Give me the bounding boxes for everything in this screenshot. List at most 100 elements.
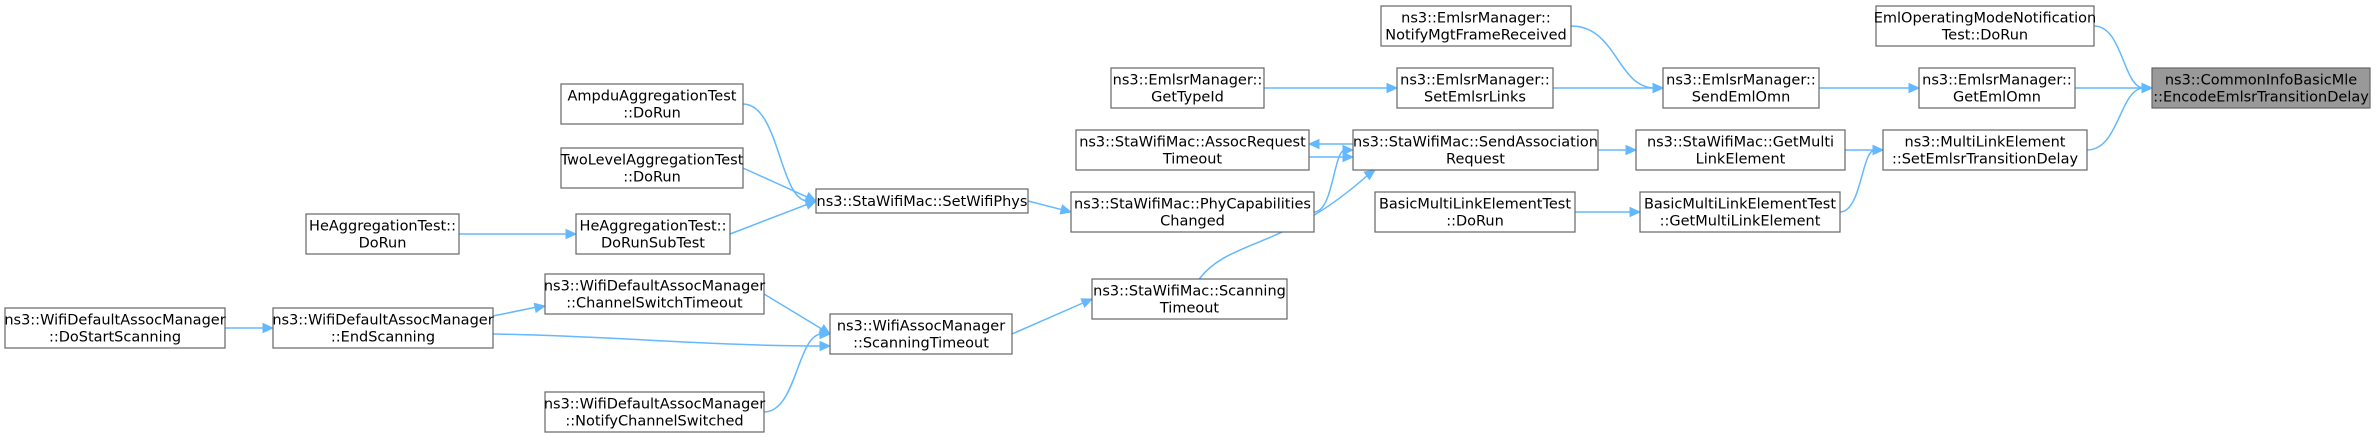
node-box [829, 313, 1013, 355]
node-label-line: ns3::WifiAssocManager [837, 319, 1005, 335]
node-label-line: ::GetMultiLinkElement [1660, 214, 1821, 230]
node-twolevel[interactable]: TwoLevelAggregationTest::DoRun [560, 147, 744, 189]
edge-emlop-to-focus [2093, 25, 2145, 89]
node-box [560, 83, 744, 125]
node-label-line: ::EncodeEmlsrTransitionDelay [2153, 90, 2369, 106]
node-box [544, 391, 765, 433]
node-box [1662, 67, 1820, 109]
node-label-line: Request [1446, 152, 1505, 168]
node-label-line: ns3::WifiDefaultAssocManager [4, 313, 225, 329]
node-box [1635, 129, 1846, 171]
node-herun[interactable]: HeAggregationTest::DoRun [305, 213, 460, 255]
node-notifych[interactable]: ns3::WifiDefaultAssocManager::NotifyChan… [544, 391, 765, 433]
node-label-line: NotifyMgtFrameReceived [1385, 28, 1566, 44]
node-label-line: Test::DoRun [1941, 28, 2028, 44]
edge-endscanning-to-assocmgr_scan-arrowhead [819, 340, 832, 352]
node-label-line: SetEmlsrLinks [1424, 90, 1526, 106]
node-label-line: AmpduAggregationTest [568, 89, 737, 105]
node-box [575, 213, 731, 255]
node-label-line: ns3::MultiLinkElement [1905, 135, 2066, 151]
node-getmultilink[interactable]: ns3::StaWifiMac::GetMultiLinkElement [1635, 129, 1846, 171]
node-label-line: ::EndScanning [331, 330, 435, 346]
node-label-line: ::DoRun [1446, 214, 1504, 230]
node-endscanning[interactable]: ns3::WifiDefaultAssocManager::EndScannin… [272, 307, 494, 349]
edge-assocmgr_scan-to-scanningtimeout_sta [1011, 301, 1085, 335]
edge-ampdu-to-setwifiphys [742, 103, 809, 202]
node-scanningtimeout_sta[interactable]: ns3::StaWifiMac::ScanningTimeout [1091, 278, 1288, 320]
edge-setdelay-to-focus-arrowhead [2141, 82, 2154, 94]
node-label-line: ns3::CommonInfoBasicMle [2165, 73, 2357, 89]
node-label-line: Timeout [1159, 301, 1220, 317]
edge-endscanning-to-chswitch [492, 306, 538, 317]
node-label-line: ns3::WifiDefaultAssocManager [544, 279, 765, 295]
edge-assoctimeout-to-sendassoc-arrowhead [1342, 151, 1355, 163]
node-box [544, 273, 765, 315]
node-label-line: ::DoStartScanning [49, 330, 181, 346]
node-setwifiphys[interactable]: ns3::StaWifiMac::SetWifiPhys [815, 188, 1029, 214]
edge-sendassoc-to-getmultilink-arrowhead [1625, 144, 1638, 156]
edge-setdelay-to-focus [2086, 87, 2145, 151]
node-box [1091, 278, 1288, 320]
node-ampdu[interactable]: AmpduAggregationTest::DoRun [560, 83, 744, 125]
edge-hesub-to-setwifiphys-arrowhead [804, 199, 818, 210]
edge-setwifiphys-to-phycap [1027, 200, 1064, 211]
node-notifymgt[interactable]: ns3::EmlsrManager::NotifyMgtFrameReceive… [1380, 5, 1572, 47]
node-label-line: SendEmlOmn [1692, 90, 1791, 106]
node-bmletest_run[interactable]: BasicMultiLinkElementTest::DoRun [1374, 191, 1576, 233]
edge-phycap-to-sendassoc [1313, 149, 1346, 213]
nodes-layer: ns3::CommonInfoBasicMle::EncodeEmlsrTran… [4, 5, 2371, 433]
node-chswitch[interactable]: ns3::WifiDefaultAssocManager::ChannelSwi… [544, 273, 765, 315]
node-hesub[interactable]: HeAggregationTest::DoRunSubTest [575, 213, 731, 255]
edge-scanningtimeout_sta-to-sendassoc-arrowhead [1363, 169, 1376, 181]
node-box [2151, 67, 2371, 109]
node-label-line: Changed [1160, 214, 1225, 230]
edge-gettypeid-to-setemlsrlinks-arrowhead [1386, 82, 1399, 94]
node-label-line: ::DoRun [623, 106, 681, 122]
node-label-line: LinkElement [1696, 152, 1786, 168]
node-label-line: DoRunSubTest [601, 236, 705, 252]
node-label-line: ::NotifyChannelSwitched [565, 414, 743, 430]
node-label-line: ::SetEmlsrTransitionDelay [1892, 152, 2079, 168]
edges-layer [225, 25, 2154, 413]
node-box [1070, 191, 1315, 233]
edge-notifych-to-assocmgr_scan [763, 333, 823, 413]
node-box [1918, 67, 2076, 109]
node-label-line: Timeout [1162, 152, 1223, 168]
node-sendemlomn[interactable]: ns3::EmlsrManager::SendEmlOmn [1662, 67, 1820, 109]
node-box [1396, 67, 1554, 109]
node-focus[interactable]: ns3::CommonInfoBasicMle::EncodeEmlsrTran… [2151, 67, 2371, 109]
node-label-line: GetEmlOmn [1953, 90, 2041, 106]
node-label-line: ns3::StaWifiMac::GetMulti [1647, 135, 1834, 151]
node-gettypeid[interactable]: ns3::EmlsrManager::GetTypeId [1110, 67, 1265, 109]
edge-setemlsrlinks-to-sendemlomn-arrowhead [1652, 82, 1665, 94]
node-label-line: GetTypeId [1151, 90, 1224, 106]
node-box [1380, 5, 1572, 47]
edge-phycap-to-sendassoc-arrowhead [1342, 144, 1355, 156]
node-label-line: ns3::EmlsrManager:: [1666, 73, 1816, 89]
node-box [4, 307, 226, 349]
node-label-line: TwoLevelAggregationTest [560, 153, 744, 169]
edge-notifymgt-to-sendemlomn [1570, 25, 1656, 89]
node-getemlomn[interactable]: ns3::EmlsrManager::GetEmlOmn [1918, 67, 2076, 109]
node-label-line: ns3::EmlsrManager:: [1400, 73, 1550, 89]
edge-bmletest_get-to-setdelay [1839, 149, 1876, 213]
node-label-line: DoRun [359, 236, 407, 252]
node-box [1075, 129, 1310, 171]
node-bmletest_get[interactable]: BasicMultiLinkElementTest::GetMultiLinkE… [1639, 191, 1841, 233]
node-label-line: HeAggregationTest:: [580, 219, 727, 235]
node-assocmgr_scan[interactable]: ns3::WifiAssocManager::ScanningTimeout [829, 313, 1013, 355]
node-startscanning[interactable]: ns3::WifiDefaultAssocManager::DoStartSca… [4, 307, 226, 349]
node-setemlsrlinks[interactable]: ns3::EmlsrManager::SetEmlsrLinks [1396, 67, 1554, 109]
node-box [815, 188, 1029, 214]
node-setdelay[interactable]: ns3::MultiLinkElement::SetEmlsrTransitio… [1882, 129, 2088, 171]
node-label-line: ns3::EmlsrManager:: [1401, 11, 1551, 27]
node-label-line: ns3::StaWifiMac::AssocRequest [1079, 135, 1306, 151]
node-label-line: BasicMultiLinkElementTest [1644, 197, 1836, 213]
edge-chswitch-to-assocmgr_scan [763, 293, 823, 330]
edge-twolevel-to-setwifiphys [742, 167, 809, 199]
